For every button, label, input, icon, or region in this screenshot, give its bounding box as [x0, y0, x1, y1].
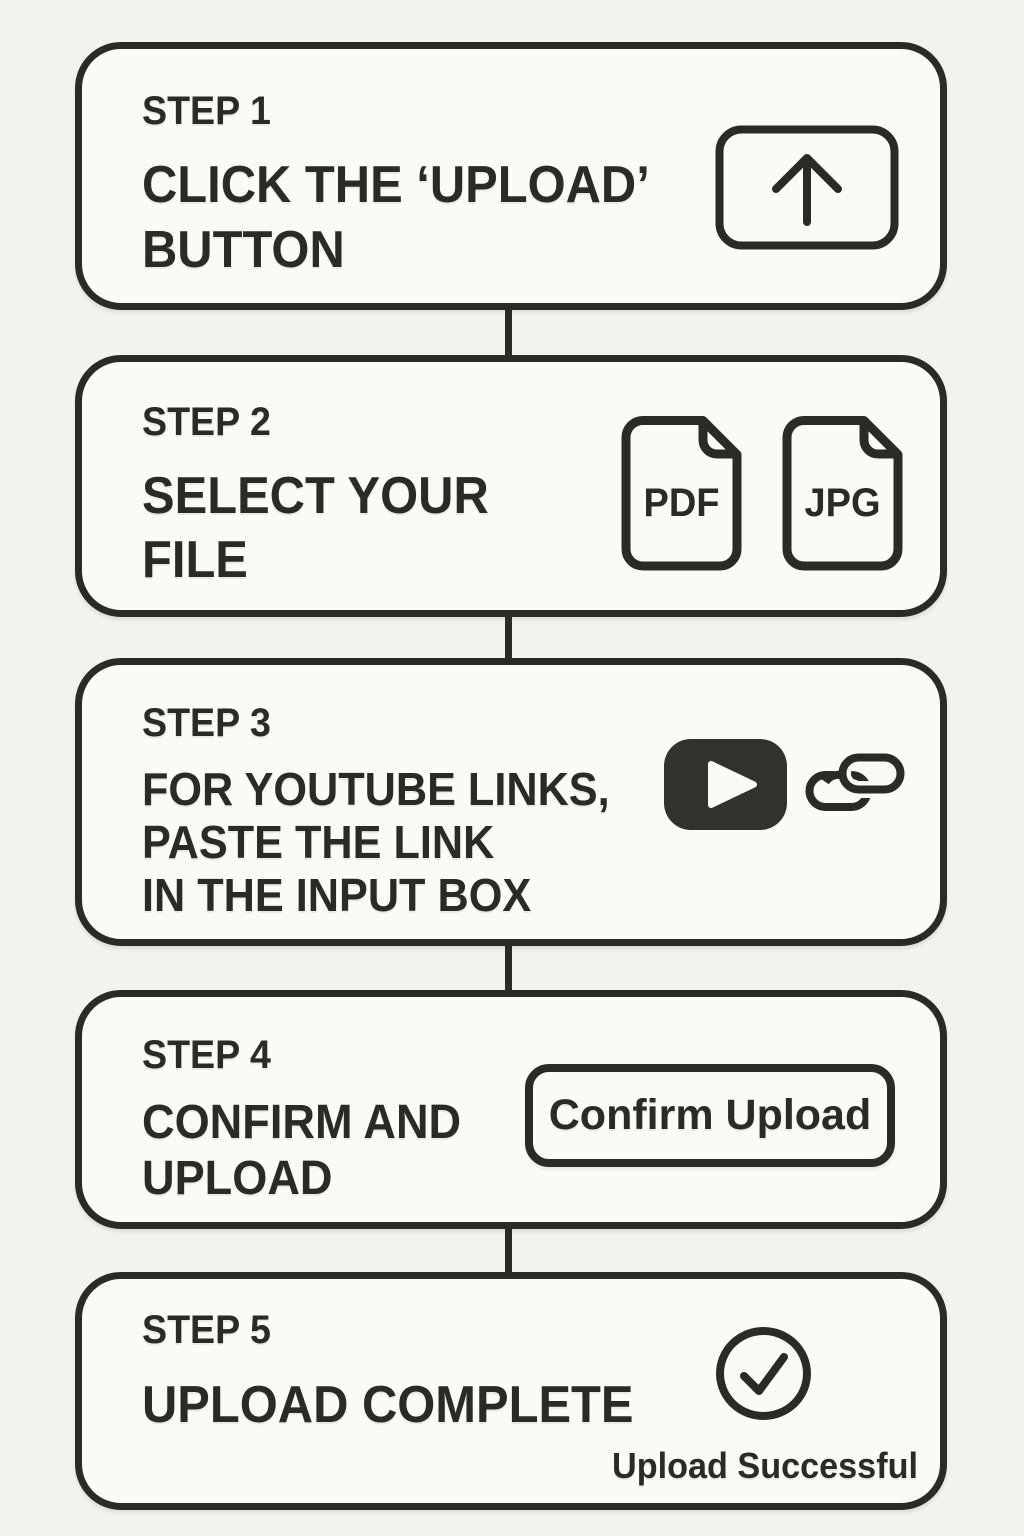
upload-successful-text: Upload Successful: [612, 1445, 918, 1486]
check-circle-icon: [715, 1326, 812, 1421]
step-3-heading: FOR YOUTUBE LINKS, PASTE THE LINK IN THE…: [142, 763, 610, 922]
step-4-label: STEP 4: [142, 1033, 271, 1077]
upload-arrow-icon[interactable]: [715, 125, 899, 250]
link-icon: [805, 753, 905, 812]
step-1-card: STEP 1 CLICK THE ‘UPLOAD’ BUTTON: [75, 42, 947, 310]
step-1-heading: CLICK THE ‘UPLOAD’ BUTTON: [142, 153, 650, 283]
step-2-heading-line-2: FILE: [142, 531, 248, 589]
step-3-label: STEP 3: [142, 701, 271, 745]
step-3-heading-line-3: IN THE INPUT BOX: [142, 869, 532, 921]
youtube-play-icon: [664, 739, 787, 830]
step-4-heading-line-2: UPLOAD: [142, 1152, 333, 1205]
step-2-heading-line-1: SELECT YOUR: [142, 467, 489, 525]
step-1-label: STEP 1: [142, 89, 271, 133]
jpg-badge-label: JPG: [804, 481, 881, 525]
step-3-card: STEP 3 FOR YOUTUBE LINKS, PASTE THE LINK…: [75, 658, 947, 946]
step-3-heading-line-2: PASTE THE LINK: [142, 816, 495, 868]
step-5-card: STEP 5 UPLOAD COMPLETE Upload Successful: [75, 1272, 947, 1510]
step-2-heading: SELECT YOUR FILE: [142, 464, 489, 592]
step-5-label: STEP 5: [142, 1308, 271, 1352]
jpg-file-icon: JPG: [780, 415, 905, 572]
confirm-upload-button[interactable]: Confirm Upload: [525, 1064, 895, 1167]
connector-1-2: [505, 310, 512, 355]
step-1-heading-line-2: BUTTON: [142, 221, 345, 279]
pdf-badge-label: PDF: [643, 481, 720, 525]
connector-3-4: [505, 946, 512, 990]
step-4-heading: CONFIRM AND UPLOAD: [142, 1095, 461, 1207]
step-5-heading: UPLOAD COMPLETE: [142, 1373, 634, 1437]
connector-4-5: [505, 1229, 512, 1272]
step-1-heading-line-1: CLICK THE ‘UPLOAD’: [142, 156, 650, 214]
step-3-heading-line-1: FOR YOUTUBE LINKS,: [142, 763, 610, 815]
step-2-label: STEP 2: [142, 400, 271, 444]
step-4-heading-line-1: CONFIRM AND: [142, 1096, 462, 1149]
step-4-card: STEP 4 CONFIRM AND UPLOAD Confirm Upload: [75, 990, 947, 1229]
step-2-card: STEP 2 SELECT YOUR FILE PDF JPG: [75, 355, 947, 617]
step-5-heading-line-1: UPLOAD COMPLETE: [142, 1376, 634, 1434]
pdf-file-icon: PDF: [619, 415, 744, 572]
connector-2-3: [505, 617, 512, 658]
